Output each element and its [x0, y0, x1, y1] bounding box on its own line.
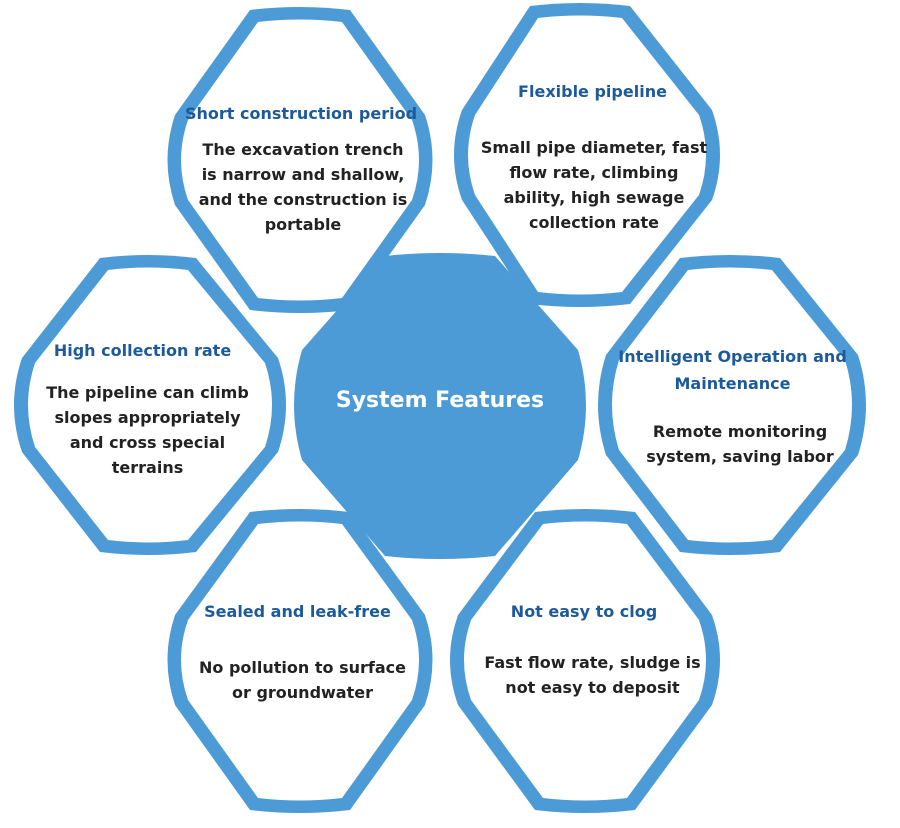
- high-collection-title: High collection rate: [53, 341, 232, 360]
- not-clog-desc: Fast flow rate, sludge is not easy to de…: [484, 653, 701, 697]
- not-clog-title: Not easy to clog: [510, 602, 658, 621]
- short-construction-title: Short construction period: [184, 104, 418, 123]
- hex-high-collection: [28, 267, 272, 543]
- hex-center: [294, 253, 586, 559]
- hex-not-clog: [464, 521, 706, 801]
- hex-intelligent-operation: [612, 267, 852, 543]
- center-title: System Features: [335, 388, 545, 413]
- flexible-pipeline-title: Flexible pipeline: [518, 82, 667, 101]
- intelligent-operation-desc: Remote monitoring system, saving labor: [646, 422, 834, 466]
- sealed-desc: No pollution to surface or groundwater: [199, 658, 406, 702]
- short-construction-desc: The excavation trench is narrow and shal…: [198, 140, 408, 234]
- hex-flexible-pipeline: [468, 15, 706, 295]
- hex-short-construction: [181, 19, 419, 301]
- intelligent-operation-title: Intelligent Operation and Maintenance: [618, 347, 847, 393]
- sealed-title: Sealed and leak-free: [204, 602, 391, 621]
- hex-sealed: [181, 521, 419, 801]
- high-collection-desc: The pipeline can climb slopes appropriat…: [46, 383, 249, 477]
- flexible-pipeline-desc: Small pipe diameter, fast flow rate, cli…: [480, 138, 708, 232]
